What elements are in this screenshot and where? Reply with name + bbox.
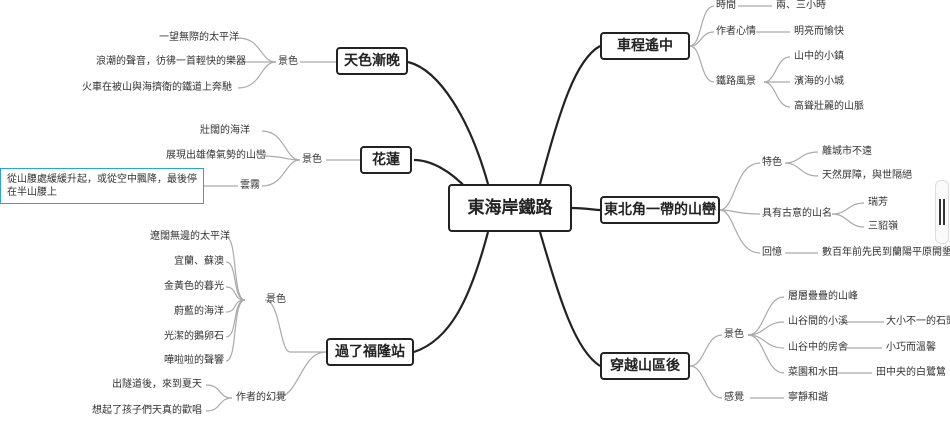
hualien-item-1: 壯闊的海洋	[200, 125, 250, 136]
sunset-item-2: 浪潮的聲音，彷彿一首輕快的樂器	[96, 56, 246, 67]
sunset-item-3: 火車在被山與海擠衛的鐵道上奔馳	[82, 82, 232, 93]
sunset-jingse: 景色	[278, 56, 298, 67]
fulong-item-6: 嘩啦啦的聲響	[164, 355, 224, 366]
branch-northeast[interactable]: 東北角一帶的山巒	[600, 196, 720, 224]
fulong-item-4: 蔚藍的海洋	[174, 306, 224, 317]
journey-scenery-1: 山中的小鎮	[794, 51, 844, 62]
handle-grip-right	[943, 199, 945, 225]
northeast-feature-2: 天然屏障，與世隔絕	[822, 170, 912, 181]
mountain-item-2: 山谷間的小溪	[788, 316, 848, 327]
journey-scenery: 鐵路風景	[716, 76, 756, 87]
journey-time-value: 兩、三小時	[776, 0, 826, 11]
branch-sunset[interactable]: 天色漸晚	[336, 47, 408, 75]
mountain-item-4: 菜園和水田	[788, 367, 838, 378]
hualien-fog-note[interactable]: 從山腰處緩緩升起，或從空中飄降，最後停在半山腰上	[0, 168, 204, 204]
journey-time: 時間	[716, 0, 736, 11]
fulong-fantasy: 作者的幻覺	[236, 392, 286, 403]
fulong-item-2: 宜蘭、蘇澳	[174, 256, 224, 267]
fulong-item-3: 金黃色的暮光	[164, 281, 224, 292]
mountain-item-3: 山谷中的房舍	[788, 342, 848, 353]
mountain-detail-2: 小巧而溫馨	[886, 342, 936, 353]
mountain-feeling-value: 寧靜和諧	[788, 392, 828, 403]
northeast-names-1: 瑞芳	[868, 197, 888, 208]
northeast-names-2: 三貂嶺	[868, 221, 898, 232]
root-node[interactable]: 東海岸鐵路	[448, 184, 572, 232]
branch-journey[interactable]: 車程遙中	[600, 32, 690, 60]
hualien-jingse: 景色	[302, 154, 322, 165]
journey-scenery-3: 高聳壯麗的山脈	[794, 101, 864, 112]
mountain-feeling: 感覺	[724, 392, 744, 403]
sunset-item-1: 一望無際的太平洋	[159, 32, 239, 43]
northeast-memory-value: 數百年前先民到蘭陽平原開墾	[822, 247, 950, 258]
hualien-item-2: 展現出雄偉氣勢的山巒	[166, 150, 266, 161]
journey-mood-value: 明亮而愉快	[794, 26, 844, 37]
branch-fulong[interactable]: 過了福隆站	[326, 338, 414, 366]
journey-mood: 作者心情	[716, 26, 756, 37]
fulong-item-5: 光潔的鵝卵石	[164, 331, 224, 342]
northeast-feature-1: 離城市不遠	[822, 146, 872, 157]
fulong-jingse: 景色	[266, 294, 286, 305]
mountain-item-1: 層層疊疊的山峰	[788, 291, 858, 302]
branch-hualien[interactable]: 花蓮	[360, 146, 412, 174]
fulong-item-1: 遼闊無邊的太平洋	[150, 231, 230, 242]
northeast-names: 具有古意的山名	[762, 208, 832, 219]
mountain-jingse: 景色	[724, 329, 744, 340]
mountain-detail-1: 大小不一的石頭	[886, 316, 950, 327]
side-scroll-handle[interactable]	[935, 180, 949, 244]
handle-grip-left	[939, 199, 941, 225]
branch-mountain[interactable]: 穿越山區後	[600, 352, 690, 380]
hualien-fog: 雲霧	[240, 180, 260, 191]
northeast-memory: 回憶	[762, 247, 782, 258]
mountain-detail-3: 田中央的白鷺鷥	[876, 367, 946, 378]
northeast-feature: 特色	[762, 157, 782, 168]
journey-scenery-2: 濱海的小城	[794, 76, 844, 87]
fulong-fantasy-1: 出隧道後，來到夏天	[112, 379, 202, 390]
fulong-fantasy-2: 想起了孩子們天真的歡唱	[92, 405, 202, 416]
